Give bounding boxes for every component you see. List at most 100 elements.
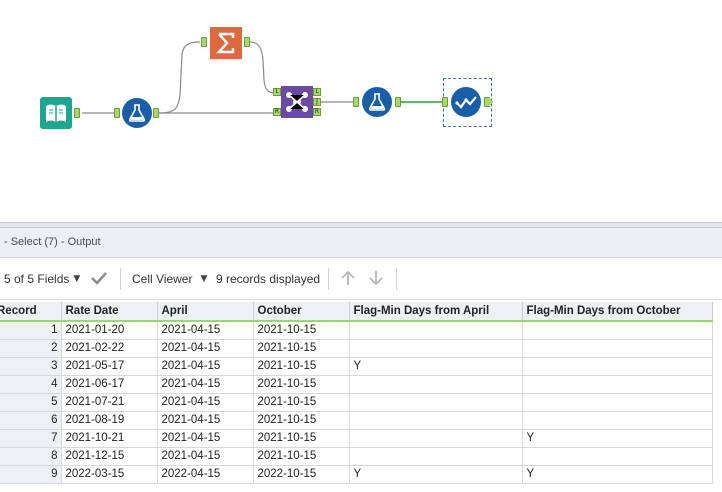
toolbar-divider <box>328 268 329 290</box>
table-cell[interactable]: 2021-10-15 <box>253 357 350 376</box>
arrow-down-icon[interactable] <box>367 269 385 287</box>
table-cell[interactable]: 2021-04-15 <box>157 411 254 430</box>
join-right-output-anchor[interactable]: R <box>313 108 321 116</box>
table-cell[interactable] <box>349 447 523 466</box>
record-number[interactable]: 4 <box>0 375 62 394</box>
summarize-input-anchor[interactable] <box>201 37 207 47</box>
table-cell[interactable]: 2021-05-17 <box>61 357 158 376</box>
table-cell[interactable]: 2021-04-15 <box>157 375 254 394</box>
table-cell[interactable] <box>522 339 713 358</box>
table-cell[interactable]: Y <box>522 465 713 484</box>
summarize-output-anchor[interactable] <box>244 37 250 47</box>
input-output-anchor[interactable] <box>74 108 80 118</box>
column-header-april[interactable]: April <box>157 302 254 322</box>
table-cell[interactable] <box>349 429 523 448</box>
table-cell[interactable] <box>349 411 523 430</box>
formula-tool-1[interactable] <box>121 97 153 129</box>
fields-dropdown[interactable]: 5 of 5 Fields ▼ <box>4 272 80 286</box>
table-cell[interactable]: 2021-10-21 <box>61 429 158 448</box>
table-cell[interactable]: 2021-04-15 <box>157 339 254 358</box>
table-cell[interactable] <box>349 321 523 340</box>
table-cell[interactable]: 2022-04-15 <box>157 465 254 484</box>
select-output-anchor[interactable] <box>484 97 493 107</box>
table-cell[interactable]: 2021-08-19 <box>61 411 158 430</box>
table-cell[interactable]: 2021-01-20 <box>61 321 158 340</box>
table-cell[interactable]: 2021-10-15 <box>253 429 350 448</box>
table-cell[interactable]: Y <box>522 429 713 448</box>
cell-viewer-dropdown[interactable]: Cell Viewer ▼ <box>132 272 207 286</box>
table-cell[interactable]: 2021-07-21 <box>61 393 158 412</box>
table-cell[interactable]: 2022-03-15 <box>61 465 158 484</box>
formula2-output-anchor[interactable] <box>395 97 401 107</box>
book-icon <box>40 97 72 129</box>
record-number[interactable]: 1 <box>0 321 62 340</box>
record-number[interactable]: 9 <box>0 465 62 484</box>
table-cell[interactable]: 2021-06-17 <box>61 375 158 394</box>
column-header-rate-date[interactable]: Rate Date <box>61 302 158 322</box>
join-left-output-anchor[interactable]: L <box>313 88 321 96</box>
table-cell[interactable] <box>349 375 523 394</box>
data-table: Record Rate Date April October Flag-Min … <box>0 302 713 484</box>
summarize-tool[interactable] <box>210 27 242 59</box>
table-cell[interactable]: 2021-10-15 <box>253 375 350 394</box>
join-join-output-anchor[interactable]: J <box>313 98 321 106</box>
record-number[interactable]: 8 <box>0 447 62 466</box>
table-cell[interactable]: 2022-10-15 <box>253 465 350 484</box>
table-cell[interactable]: 2021-10-15 <box>253 339 350 358</box>
join-right-input-anchor[interactable]: R <box>273 108 281 116</box>
formula-tool-2[interactable] <box>361 86 393 118</box>
table-cell[interactable]: Y <box>349 465 523 484</box>
join-left-input-anchor[interactable]: L <box>273 88 281 96</box>
arrow-up-icon[interactable] <box>339 269 357 287</box>
table-cell[interactable]: 2021-04-15 <box>157 357 254 376</box>
table-cell[interactable]: 2021-12-15 <box>61 447 158 466</box>
column-header-record[interactable]: Record <box>0 302 62 322</box>
pane-splitter[interactable] <box>0 222 722 228</box>
table-cell[interactable]: 2021-04-15 <box>157 393 254 412</box>
table-cell[interactable]: 2021-04-15 <box>157 321 254 340</box>
column-header-october[interactable]: October <box>253 302 350 322</box>
table-cell[interactable] <box>522 411 713 430</box>
column-header-flag-october[interactable]: Flag-Min Days from October <box>522 302 713 322</box>
input-data-tool[interactable] <box>40 97 72 129</box>
table-cell[interactable]: 2021-02-22 <box>61 339 158 358</box>
table-cell[interactable]: Y <box>349 357 523 376</box>
table-cell[interactable] <box>522 393 713 412</box>
select-input-anchor[interactable] <box>442 97 448 107</box>
formula2-input-anchor[interactable] <box>353 97 359 107</box>
table-cell[interactable]: 2021-10-15 <box>253 321 350 340</box>
record-number[interactable]: 6 <box>0 411 62 430</box>
record-number[interactable]: 2 <box>0 339 62 358</box>
join-tool[interactable] <box>281 86 313 118</box>
table-cell[interactable]: 2021-04-15 <box>157 429 254 448</box>
record-number[interactable]: 7 <box>0 429 62 448</box>
checkmark-icon[interactable] <box>90 269 108 287</box>
table-cell[interactable] <box>522 375 713 394</box>
workflow-canvas[interactable]: L R L J R <box>0 0 722 222</box>
formula1-output-anchor[interactable] <box>153 108 159 118</box>
table-cell[interactable] <box>522 321 713 340</box>
select-tool[interactable] <box>450 86 482 118</box>
cell-viewer-label: Cell Viewer <box>132 272 193 286</box>
table-cell[interactable] <box>522 447 713 466</box>
formula1-input-anchor[interactable] <box>114 108 120 118</box>
table-cell[interactable] <box>349 393 523 412</box>
table-cell[interactable] <box>349 339 523 358</box>
table-cell[interactable]: 2021-10-15 <box>253 393 350 412</box>
record-number[interactable]: 3 <box>0 357 62 376</box>
table-cell[interactable]: 2021-10-15 <box>253 411 350 430</box>
column-header-flag-april[interactable]: Flag-Min Days from April <box>349 302 523 322</box>
table-cell[interactable]: 2021-04-15 <box>157 447 254 466</box>
record-number[interactable]: 5 <box>0 393 62 412</box>
table-cell[interactable]: 2021-10-15 <box>253 447 350 466</box>
table-cell[interactable] <box>522 357 713 376</box>
